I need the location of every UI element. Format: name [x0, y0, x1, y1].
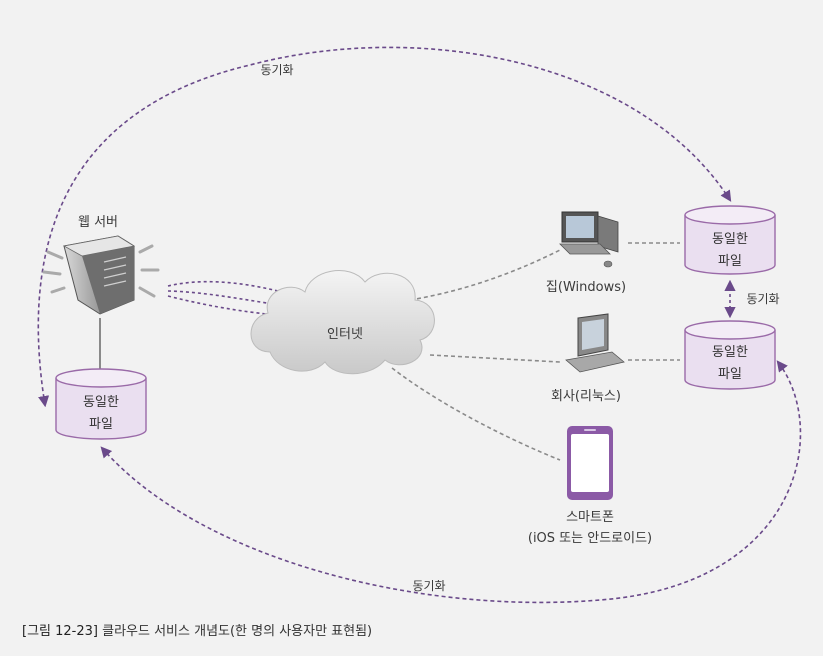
- smartphone-label-line1: 스마트폰: [566, 510, 614, 525]
- web-server-label: 웹 서버: [78, 215, 118, 230]
- internet-device-links: [391, 242, 680, 461]
- figure-caption-text: 클라우드 서비스 개념도(한 명의 사용자만 표현됨): [102, 624, 373, 639]
- home-file-cylinder: 동일한 파일: [684, 205, 776, 275]
- sync-arc-top: [37, 46, 732, 408]
- figure-caption: [그림 12-23] 클라우드 서비스 개념도(한 명의 사용자만 표현됨): [22, 620, 372, 639]
- office-label: 회사(리눅스): [551, 389, 621, 404]
- server-file-cylinder: 동일한 파일: [55, 368, 147, 440]
- office-file-line2: 파일: [718, 367, 742, 382]
- web-server-icon: 웹 서버: [42, 215, 160, 315]
- office-file-cylinder: 동일한 파일: [684, 320, 776, 390]
- sync-arc-bottom: [100, 360, 802, 604]
- cloud-icon: 인터넷: [250, 270, 435, 375]
- sync-label-top: 동기화: [260, 63, 293, 77]
- server-internet-links: [167, 280, 301, 317]
- figure-number: [그림 12-23]: [22, 624, 98, 639]
- home-file-line1: 동일한: [712, 232, 748, 247]
- server-file-line2: 파일: [89, 417, 113, 432]
- sync-label-right: 동기화: [746, 292, 779, 306]
- desktop-computer-icon: [559, 211, 619, 268]
- home-label: 집(Windows): [546, 280, 626, 295]
- smartphone-label-line2: (iOS 또는 안드로이드): [528, 531, 652, 546]
- home-file-line2: 파일: [718, 254, 742, 269]
- office-file-line1: 동일한: [712, 345, 748, 360]
- server-file-line1: 동일한: [83, 395, 119, 410]
- smartphone-icon: [567, 426, 613, 500]
- laptop-icon: [565, 313, 625, 373]
- internet-label: 인터넷: [327, 327, 363, 342]
- sync-label-bottom: 동기화: [412, 579, 445, 593]
